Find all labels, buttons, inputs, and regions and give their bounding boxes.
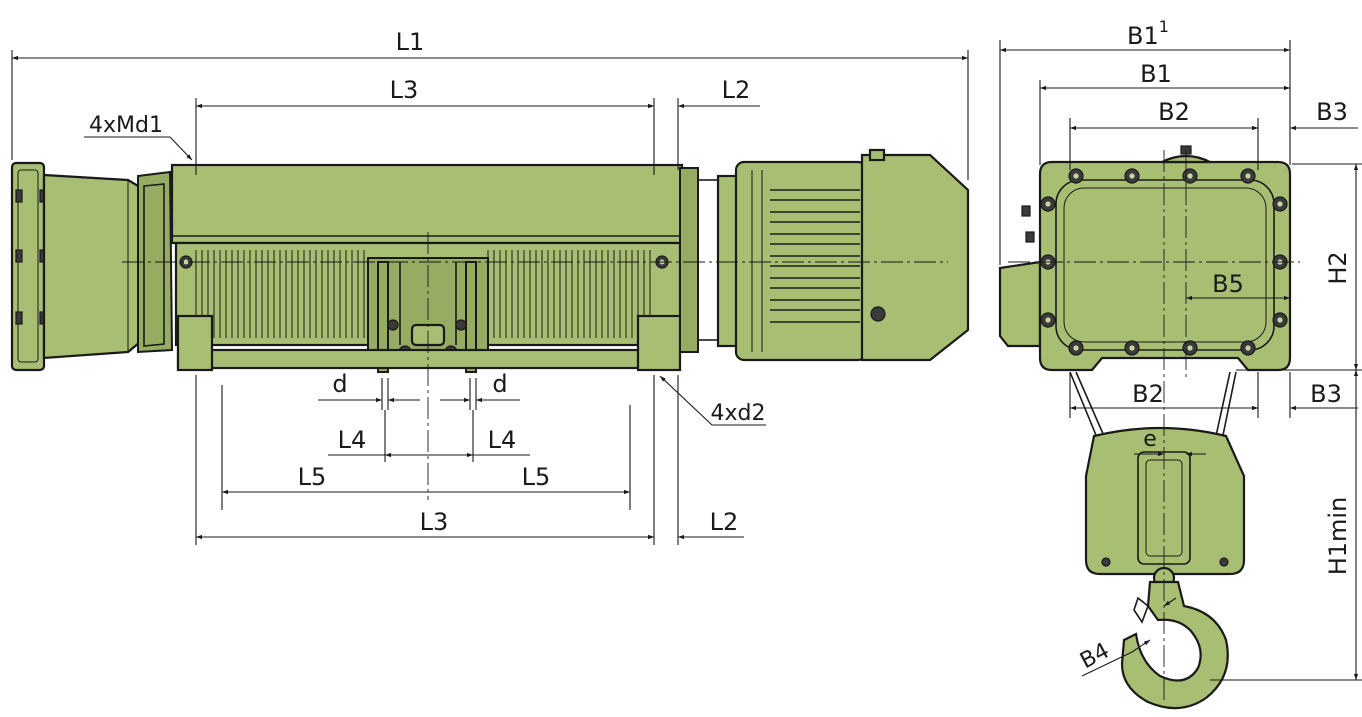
housing-bolts [1040, 168, 1288, 356]
dim-L5-right-label: L5 [522, 463, 551, 491]
dim-B1-sup-label: B11 [1127, 17, 1169, 50]
dim-L5-left-label: L5 [298, 463, 327, 491]
top-frame-beam [170, 163, 684, 245]
dim-Md1-label: 4xMd1 [89, 113, 163, 138]
right-end-plate [679, 167, 699, 353]
dim-d-right-label: d [492, 370, 507, 398]
foot-left [176, 314, 214, 372]
end-view [998, 145, 1300, 710]
dim-B5-label: B5 [1212, 270, 1244, 298]
dim-B4-label: B4 [1076, 638, 1113, 674]
dim-L2-bottom-label: L2 [710, 508, 739, 536]
dim-e-label: e [1143, 427, 1157, 452]
end-housing [1038, 160, 1292, 372]
dim-B1-label: B1 [1140, 60, 1172, 88]
dim-B3-bottom-label: B3 [1310, 380, 1342, 408]
dim-L4-right-label: L4 [488, 426, 517, 454]
side-view-dimensions: L1 L3 L2 4xMd1 d d L4 L4 L5 L5 [11, 28, 969, 545]
dim-d-left-label: d [332, 370, 347, 398]
side-view [10, 148, 970, 500]
crane-hook [1120, 566, 1229, 710]
dim-H1min-label: H1min [1324, 497, 1352, 576]
dim-L2-top-label: L2 [722, 76, 751, 104]
hook-block [1084, 426, 1246, 576]
dim-L3-bottom-label: L3 [420, 508, 449, 536]
drum-grooves [195, 250, 651, 338]
dim-d2-label: 4xd2 [711, 401, 766, 426]
dim-L1-label: L1 [396, 28, 425, 56]
dim-L4-left-label: L4 [338, 426, 367, 454]
dim-H2-label: H2 [1324, 251, 1352, 284]
dim-B2-bottom-label: B2 [1132, 380, 1164, 408]
terminal-box [998, 260, 1042, 348]
motor [734, 148, 970, 362]
dim-B1-sup-superscript: 1 [1159, 17, 1169, 36]
foot-right [636, 314, 682, 372]
dim-B3-top-label: B3 [1316, 98, 1348, 126]
gearbox-housing [42, 173, 147, 360]
dim-L3-top-label: L3 [390, 76, 419, 104]
gearbox-flange [10, 161, 47, 372]
dim-B2-top-label: B2 [1158, 98, 1190, 126]
